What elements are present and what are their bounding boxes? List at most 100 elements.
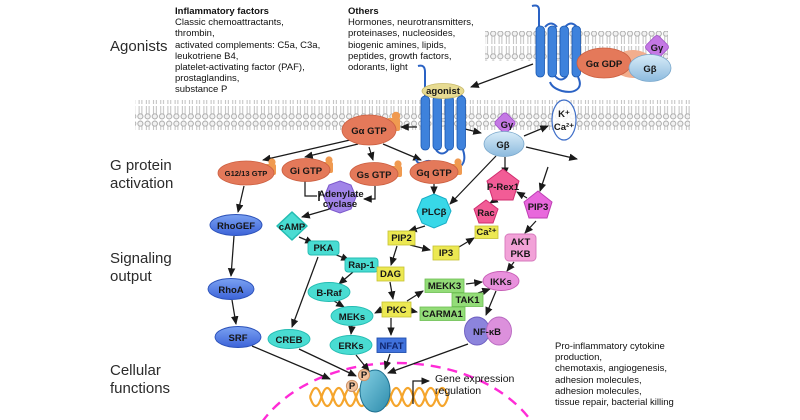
arrow-tak1-to-ikks <box>477 287 491 296</box>
arrow-dag-to-pkc <box>387 281 396 300</box>
arrow-pip2-to-ip3 <box>409 244 431 252</box>
g-beta-subunit <box>628 54 672 82</box>
arrow-receptor-to-gbeta <box>464 127 482 135</box>
arrow-erks-to-dna <box>355 354 370 372</box>
g-alpha-gtp: Gα GTP <box>341 111 401 146</box>
svg-text:P: P <box>361 370 368 381</box>
node-braf: B-Raf <box>307 282 351 302</box>
arrow-braf-to-meks <box>333 299 345 308</box>
svg-text:B-Raf: B-Raf <box>316 288 342 299</box>
arrow-rhogef-to-rhoa <box>227 235 236 277</box>
svg-text:P-Rex1: P-Rex1 <box>487 182 520 193</box>
agonist-ligand: agonist <box>421 83 465 99</box>
arrow-gs-to-ac <box>362 186 376 203</box>
svg-text:cAMP: cAMP <box>279 222 306 233</box>
text-line: activated complements: C5a, C3a, <box>175 39 321 51</box>
g-gamma-subunit <box>494 112 516 134</box>
arrow-ga-to-g1213 <box>262 139 351 162</box>
node-prex1: P-Rex1 <box>486 168 520 201</box>
arrow-g1213-to-rhogef <box>236 185 245 213</box>
node-creb: CREB <box>267 329 311 349</box>
arrow-to-pip3 <box>538 166 549 192</box>
svg-text:RhoGEF: RhoGEF <box>217 221 255 232</box>
row-label-line: functions <box>110 380 171 397</box>
text-line: prostaglandins, <box>175 73 240 85</box>
svg-text:P: P <box>349 381 356 392</box>
inflammatory-factors-header: Inflammatory factors <box>175 6 269 17</box>
svg-text:PLCβ: PLCβ <box>422 207 447 218</box>
g-gamma-subunit <box>645 35 669 59</box>
node-g1213-gtp: G12/13 GTP <box>217 158 276 186</box>
gpcr-receptor-inactive <box>531 4 581 93</box>
svg-text:NF-κB: NF-κB <box>473 327 501 338</box>
arrow-complex-to-agonist <box>470 63 534 88</box>
arrow-ac-to-camp <box>301 207 334 219</box>
text-line: Pro-inflammatory cytokine <box>555 341 665 352</box>
svg-text:SRF: SRF <box>229 333 248 344</box>
svg-text:NFAT: NFAT <box>379 341 403 352</box>
svg-text:IP3: IP3 <box>439 248 453 259</box>
arrow-pip2-to-dag <box>389 245 398 266</box>
svg-text:PIP3: PIP3 <box>528 202 549 213</box>
arrow-rap1-to-braf <box>338 271 354 285</box>
node-pip2: PIP2 <box>387 230 416 246</box>
node-carma1: CARMA1 <box>419 306 466 321</box>
row-label-line: G protein <box>110 157 172 174</box>
inflammatory-factors-block: Inflammatory factors Classic chemoattrac… <box>175 6 337 96</box>
svg-text:Gi GTP: Gi GTP <box>290 166 323 177</box>
gene-expression-label: Gene expression regulation <box>435 373 514 397</box>
text-line: production, <box>555 352 603 364</box>
arrow-pka-to-creb <box>291 256 319 328</box>
pathway-arrows <box>227 63 578 404</box>
svg-text:K⁺: K⁺ <box>558 109 570 120</box>
svg-text:TAK1: TAK1 <box>455 295 480 306</box>
row-label-signaling-output: Signaling output <box>110 250 172 286</box>
svg-text:PIP2: PIP2 <box>391 233 412 244</box>
arrow-gb-to-effectors <box>525 146 578 161</box>
svg-text:PKC: PKC <box>386 305 406 316</box>
arrow-nfkb-to-dna <box>387 343 469 374</box>
text-line: adhesion molecules, <box>555 385 642 397</box>
node-rhoa: RhoA <box>207 278 255 300</box>
node-gq-gtp: Gq GTP <box>409 158 462 184</box>
text-line: leukotriene B4, <box>175 50 239 62</box>
gpcr-receptor-active <box>415 64 466 171</box>
svg-text:PKA: PKA <box>313 243 333 254</box>
row-label-line: activation <box>110 175 174 192</box>
svg-text:CREB: CREB <box>276 335 303 346</box>
arrow-srf-to-dna <box>251 345 331 380</box>
svg-text:Adenylate: Adenylate <box>318 189 363 200</box>
node-ikks: IKKs <box>482 271 520 291</box>
svg-text:RhoA: RhoA <box>218 285 243 296</box>
svg-text:Gα GDP: Gα GDP <box>586 59 623 70</box>
text-line: proteinases, nucleosides, <box>348 28 456 40</box>
svg-text:cyclase: cyclase <box>323 199 357 210</box>
node-adenylate-cyclase: Adenylate cyclase <box>318 180 364 214</box>
svg-text:MEKK3: MEKK3 <box>428 281 461 292</box>
node-pkc: PKC <box>381 301 412 318</box>
node-rhogef: RhoGEF <box>209 214 263 236</box>
node-erks: ERKs <box>329 335 373 355</box>
svg-text:Ca²⁺: Ca²⁺ <box>554 122 574 133</box>
svg-text:G12/13 GTP: G12/13 GTP <box>225 169 268 178</box>
svg-text:Gγ: Gγ <box>501 120 514 131</box>
text-line: biogenic amines, lipids, <box>348 39 447 51</box>
node-meks: MEKs <box>330 306 374 326</box>
svg-text:CARMA1: CARMA1 <box>422 309 463 320</box>
row-label-line: Cellular <box>110 362 161 379</box>
arrow-ga-to-gq <box>382 143 422 161</box>
node-mekk3: MEKK3 <box>424 278 465 293</box>
node-rac: Rac <box>473 199 499 224</box>
svg-text:Rap-1: Rap-1 <box>348 260 375 271</box>
svg-text:ERKs: ERKs <box>338 341 363 352</box>
cellular-outcomes-block: Pro-inflammatory cytokine production, ch… <box>555 341 750 408</box>
arrow-plcb-to-pip2 <box>408 225 426 233</box>
node-tak1: TAK1 <box>451 292 484 307</box>
row-label-g-protein-activation: G protein activation <box>110 157 173 193</box>
svg-text:DAG: DAG <box>380 269 401 280</box>
row-label-agonists: Agonists <box>110 38 168 55</box>
text-line: regulation <box>435 384 482 397</box>
arrow-pkc-to-mekk3 <box>406 290 424 302</box>
